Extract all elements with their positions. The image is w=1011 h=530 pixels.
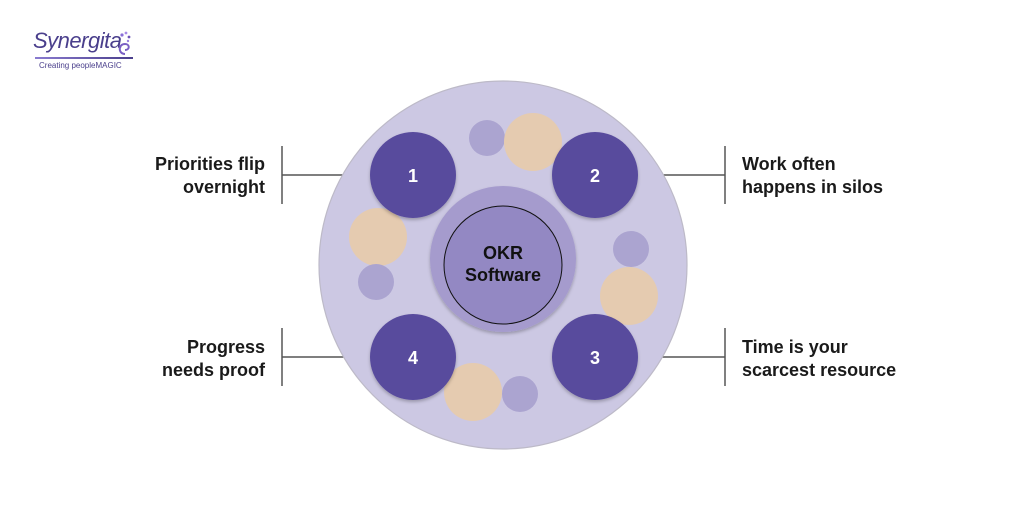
node-3-label-line1: Time is your xyxy=(742,337,848,357)
node-4-label-line2: needs proof xyxy=(161,360,265,380)
decor-bubble-lilac xyxy=(502,376,538,412)
node-circle xyxy=(370,314,456,400)
decor-bubble-peach xyxy=(504,113,562,171)
node-2: 2 xyxy=(552,132,638,218)
node-2-label-line1: Work often xyxy=(742,154,836,174)
center-title-line2: Software xyxy=(465,265,541,285)
node-1-label: Priorities flip overnight xyxy=(155,153,265,199)
node-2-label: Work often happens in silos xyxy=(742,153,883,199)
node-3: 3 xyxy=(552,314,638,400)
node-2-label-line2: happens in silos xyxy=(742,177,884,197)
node-number: 4 xyxy=(408,348,418,368)
decor-bubble-peach xyxy=(600,267,658,325)
node-4: 4 xyxy=(370,314,456,400)
node-4-label: Progress needs proof xyxy=(162,336,265,382)
swirl-logo-icon xyxy=(118,31,131,55)
node-3-label-line2: scarcest resource xyxy=(742,360,897,380)
brand-logo: Synergita Creating peopleMAGIC xyxy=(33,28,143,74)
node-1: 1 xyxy=(370,132,456,218)
center-title-line1: OKR xyxy=(483,243,523,263)
node-1-label-line2: overnight xyxy=(182,177,265,197)
decor-bubble-peach xyxy=(349,208,407,266)
decor-bubble-lilac xyxy=(469,120,505,156)
node-3-label: Time is your scarcest resource xyxy=(742,336,896,382)
node-4-label-line1: Progress xyxy=(186,337,265,357)
node-number: 3 xyxy=(590,348,600,368)
brand-tagline: Creating peopleMAGIC xyxy=(39,61,122,70)
node-number: 1 xyxy=(408,166,418,186)
decor-bubble-lilac xyxy=(358,264,394,300)
brand-name: Synergita xyxy=(33,28,122,53)
node-circle xyxy=(552,132,638,218)
logo-underline xyxy=(35,57,133,59)
node-1-label-line1: Priorities flip xyxy=(154,154,265,174)
decor-bubble-peach xyxy=(444,363,502,421)
node-circle xyxy=(552,314,638,400)
center-core xyxy=(443,205,563,325)
node-number: 2 xyxy=(590,166,600,186)
decor-bubble-lilac xyxy=(613,231,649,267)
node-circle xyxy=(370,132,456,218)
